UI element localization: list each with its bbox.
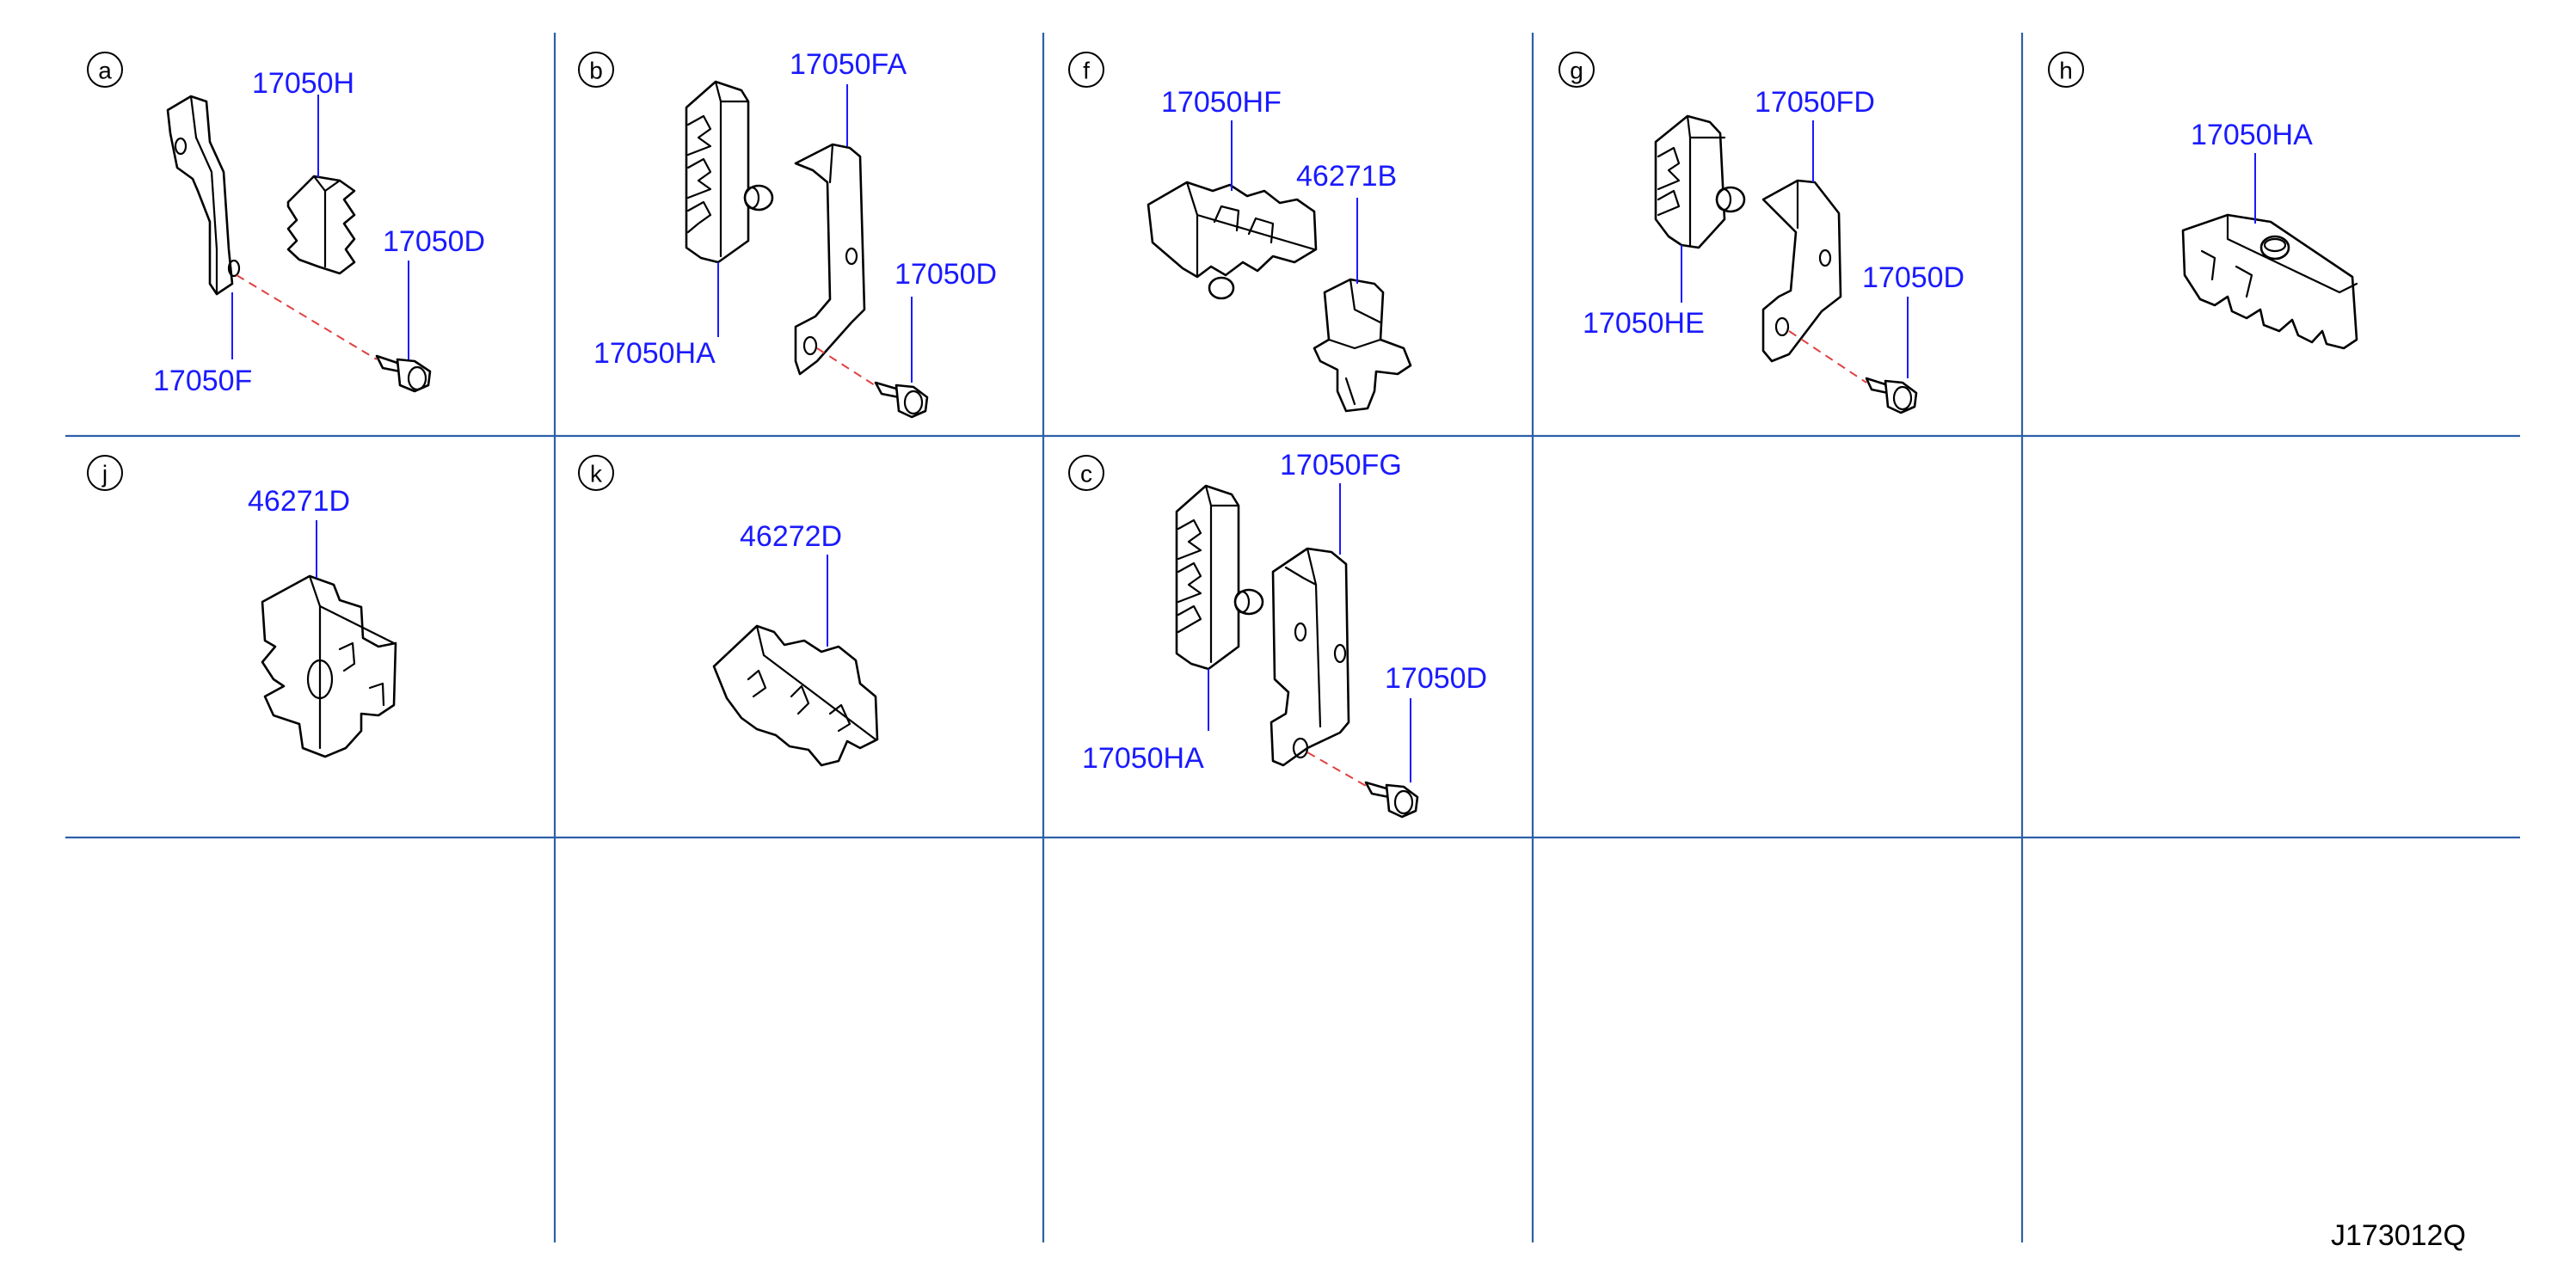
bolt-cell-b-drawing	[874, 381, 929, 419]
cell-b: b 17050FA 17050D	[578, 48, 997, 419]
cell-c-badge-circle	[1068, 455, 1104, 491]
cell-f-badge-circle	[1068, 52, 1104, 88]
callout-17050d-g: 17050D	[1862, 261, 1964, 294]
callout-17050d-b: 17050D	[895, 258, 997, 291]
clip-17050ha-c-drawing	[1175, 484, 1264, 671]
callout-46272d: 46272D	[740, 520, 842, 553]
callout-17050ha-h: 17050HA	[2191, 119, 2313, 151]
dash-line-c	[1306, 751, 1368, 788]
cell-c-badge: c	[1080, 461, 1092, 488]
cell-f: f 17050HF 46271B	[1068, 52, 1412, 413]
cell-g: g 17050FD 17050D 170	[1559, 52, 1964, 414]
callout-17050d-c: 17050D	[1385, 662, 1487, 695]
clip-17050hf-drawing	[1147, 181, 1318, 300]
callout-17050d-a: 17050D	[383, 225, 485, 258]
clip-17050ha-h-drawing	[2181, 213, 2358, 350]
clip-17050ha-b-drawing	[685, 80, 774, 264]
cell-j-badge-circle	[87, 455, 123, 491]
bracket-17050fg-drawing	[1270, 547, 1350, 767]
cell-f-badge: f	[1083, 58, 1090, 84]
cell-g-badge: g	[1570, 58, 1583, 84]
cell-k-badge-circle	[578, 455, 614, 491]
bolt-cell-a-drawing	[375, 354, 432, 393]
cell-j-badge: j	[101, 461, 108, 488]
cell-h-badge-circle	[2048, 52, 2084, 88]
bracket-17050f-drawing	[166, 95, 241, 296]
callout-17050he: 17050HE	[1583, 307, 1705, 340]
callout-17050fg: 17050FG	[1280, 449, 1402, 482]
dash-line-a	[236, 274, 378, 360]
cell-h-badge: h	[2059, 58, 2073, 84]
callout-17050fa: 17050FA	[790, 48, 907, 81]
callout-17050h: 17050H	[252, 67, 354, 100]
callout-17050hf: 17050HF	[1161, 86, 1282, 119]
callout-46271b: 46271B	[1296, 160, 1397, 193]
bracket-17050fa-drawing	[794, 143, 866, 376]
cell-a: a 17050H 17050D 17050F	[87, 52, 485, 397]
dash-line-b	[816, 347, 878, 388]
cell-g-badge-circle	[1559, 52, 1595, 88]
clip-46271d-drawing	[261, 574, 397, 758]
clip-17050he-drawing	[1654, 114, 1746, 249]
cell-j: j 46271D	[87, 455, 397, 758]
document-code: J173012Q	[2331, 1219, 2466, 1252]
bolt-cell-g-drawing	[1865, 377, 1918, 414]
bracket-17050fd-drawing	[1761, 179, 1842, 363]
callout-46271d: 46271D	[248, 485, 350, 518]
clip-46272d-drawing	[712, 624, 879, 767]
clip-46271b-drawing	[1313, 278, 1412, 413]
cell-c: c 17050	[1068, 449, 1487, 819]
cell-a-badge: a	[98, 58, 112, 84]
cell-b-badge: b	[589, 58, 603, 84]
cell-a-badge-circle	[87, 52, 123, 88]
callout-17050ha-c: 17050HA	[1082, 742, 1204, 775]
cell-k: k 46272D	[578, 455, 879, 767]
cell-b-badge-circle	[578, 52, 614, 88]
callout-17050fd: 17050FD	[1755, 86, 1875, 119]
callout-17050ha-b: 17050HA	[593, 337, 716, 370]
dash-line-g	[1788, 330, 1867, 383]
cell-h: h 17050HA	[2048, 52, 2358, 350]
callout-17050f: 17050F	[153, 365, 252, 397]
cell-k-badge: k	[590, 461, 603, 488]
clip-17050h-drawing	[286, 175, 356, 275]
grid	[65, 33, 2520, 1242]
bolt-cell-c-drawing	[1364, 781, 1419, 819]
